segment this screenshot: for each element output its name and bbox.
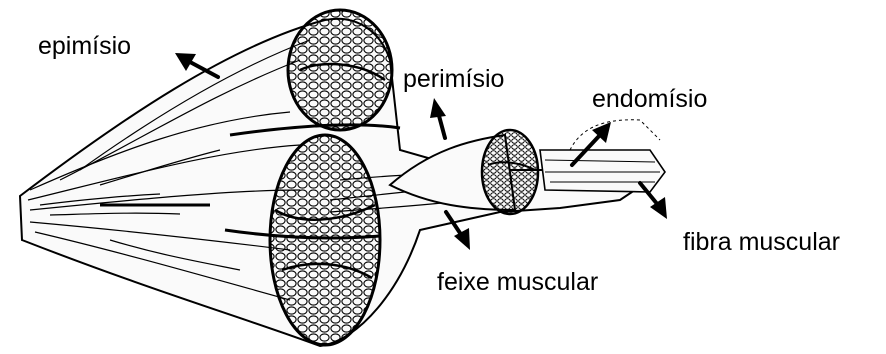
- label-endomisio: endomísio: [592, 85, 707, 113]
- label-perimisio: perimísio: [403, 65, 504, 93]
- label-feixe-muscular: feixe muscular: [437, 268, 598, 296]
- label-epimisio: epimísio: [38, 32, 131, 60]
- arrow-perimisio: [430, 98, 446, 138]
- fascicle-lower-section: [270, 135, 380, 345]
- fascicle-upper-section: [288, 10, 392, 130]
- label-fibra-muscular: fibra muscular: [683, 228, 840, 256]
- arrow-epimisio: [175, 53, 218, 77]
